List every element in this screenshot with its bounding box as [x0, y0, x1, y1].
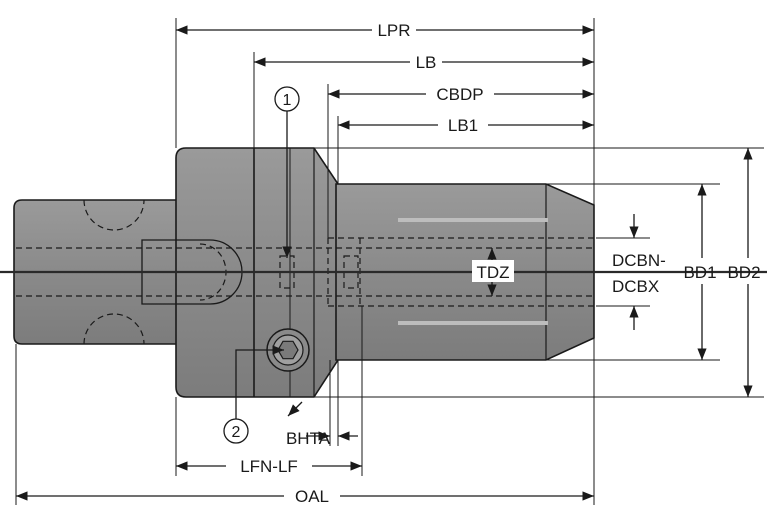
- label-cbdp: CBDP: [436, 85, 483, 104]
- label-lfn-lf: LFN-LF: [240, 457, 298, 476]
- extension-lines: [15, 18, 764, 505]
- label-lpr: LPR: [377, 21, 410, 40]
- dimension-lb: LB: [254, 53, 594, 72]
- label-bd1: BD1: [683, 263, 716, 282]
- dimension-bhta: BHTA: [286, 401, 358, 448]
- dimension-dcbn-dcbx: DCBN- DCBX: [612, 214, 666, 330]
- label-tdz: TDZ: [476, 263, 509, 282]
- label-dcbn: DCBN-: [612, 251, 666, 270]
- dimension-bd2: BD2: [727, 148, 761, 397]
- dimension-oal: OAL: [16, 487, 594, 506]
- dimension-cbdp: CBDP: [328, 85, 594, 104]
- callout-2-number: 2: [232, 424, 241, 441]
- dimension-lfn-lf: LFN-LF: [176, 457, 362, 476]
- shank-flats: [83, 199, 145, 345]
- label-bd2: BD2: [727, 263, 760, 282]
- dimension-bd1: BD1: [683, 184, 717, 360]
- label-oal: OAL: [295, 487, 329, 506]
- dimension-lpr: LPR: [176, 21, 594, 40]
- label-lb1: LB1: [448, 116, 478, 135]
- dimension-lb1: LB1: [338, 116, 594, 135]
- callout-1-number: 1: [283, 92, 292, 109]
- label-dcbx: DCBX: [612, 277, 659, 296]
- label-lb: LB: [416, 53, 437, 72]
- label-bhta: BHTA: [286, 429, 331, 448]
- dimension-tdz: TDZ: [472, 248, 514, 296]
- callout-1: 1: [274, 86, 300, 258]
- callout-2: 2: [223, 345, 284, 444]
